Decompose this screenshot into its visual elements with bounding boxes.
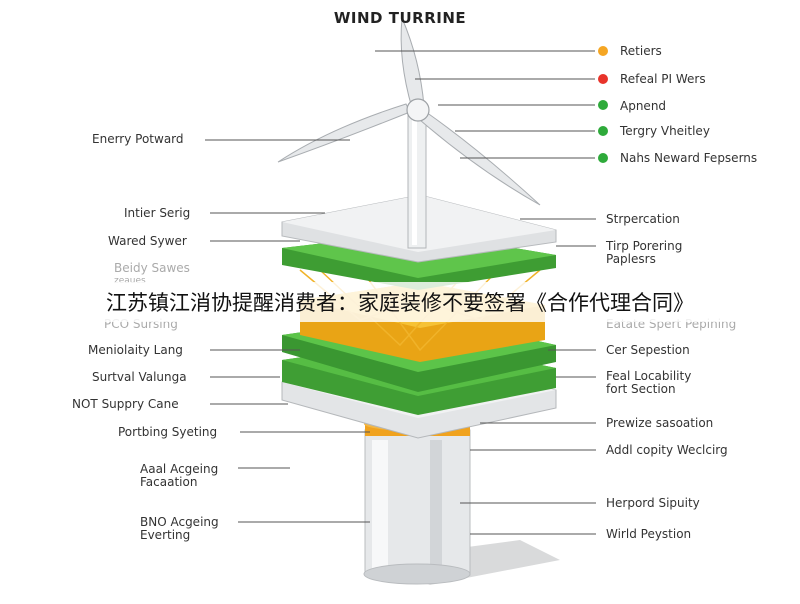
label-text: Herpord Sipuity <box>606 496 700 510</box>
label-text: Beidy Sawes <box>114 261 190 275</box>
legend-dot-green <box>598 100 608 110</box>
label-text: Prewize sasoation <box>606 416 714 430</box>
label-text: Meniolaity Lang <box>88 343 183 357</box>
label-prewize-sasoation: Prewize sasoation <box>606 417 713 430</box>
label-text: Wared Sywer <box>108 234 187 248</box>
label-wared-sywer: Wared Sywer <box>108 235 187 248</box>
label-wirld-peystion: Wirld Peystion <box>606 528 691 541</box>
label-refeal-pi-wers: Refeal PI Wers <box>620 73 706 86</box>
label-text: Nahs Neward Fepserns <box>620 151 758 165</box>
label-text: Surtval Valunga <box>92 370 187 384</box>
label-portbing-syeting: Portbing Syeting <box>118 426 217 439</box>
label-text: Portbing Syeting <box>118 425 218 439</box>
label-inter-serig: Intier Serig <box>124 207 190 220</box>
leader-lines <box>205 50 596 535</box>
label-energy-potward: Enerry Potward <box>92 133 184 146</box>
rotor-hub <box>406 98 430 122</box>
label-text: Enerry Potward <box>92 132 184 146</box>
label-text: Apnend <box>620 99 667 113</box>
legend-dot-green <box>598 126 608 136</box>
label-strpercation: Strpercation <box>606 213 680 226</box>
label-text: Strpercation <box>606 212 680 226</box>
label-subtext: Everting <box>140 528 191 542</box>
label-surtval-valunga: Surtval Valunga <box>92 371 187 384</box>
label-subtext: Paplesrs <box>606 252 656 266</box>
label-text: Wirld Peystion <box>606 527 692 541</box>
label-subtext: Facaation <box>140 475 198 489</box>
diagram-title: WIND TURRINE <box>333 9 467 27</box>
legend-dot-orange <box>598 46 608 56</box>
label-tergry-vheitley: Tergry Vheitley <box>620 125 710 138</box>
legend-dot-red <box>598 74 608 84</box>
label-retiers: Retiers <box>620 45 662 58</box>
label-herpord-sipuity: Herpord Sipuity <box>606 497 700 510</box>
label-apnend: Apnend <box>620 100 666 113</box>
label-nahs-neward-fepserns: Nahs Neward Fepserns <box>620 152 757 165</box>
label-text: Cer Sepestion <box>606 343 690 357</box>
label-text: BNO Acgeing <box>140 515 219 529</box>
label-not-suppry-cane: NOT Suppry Cane <box>72 398 179 411</box>
tower-column <box>363 417 471 585</box>
label-text: Refeal PI Wers <box>620 72 706 86</box>
label-text: Tergry Vheitley <box>620 124 710 138</box>
label-addl-copity-weclcirg: Addl copity Weclcirg <box>606 444 728 457</box>
caption-overlay-band <box>0 282 800 322</box>
label-text: Aaal Acgeing <box>140 462 219 476</box>
label-text: Retiers <box>620 44 662 58</box>
caption-overlay-text: 江苏镇江消协提醒消费者：家庭装修不要签署《合作代理合同》 <box>106 291 694 315</box>
label-text: Feal Locability <box>606 369 692 383</box>
legend-dot-green <box>598 153 608 163</box>
label-subtext: zeaues <box>114 276 146 286</box>
label-text: Addl copity Weclcirg <box>606 443 728 457</box>
label-subtext: fort Section <box>606 382 676 396</box>
label-meniolaity-lang: Meniolaity Lang <box>88 344 183 357</box>
label-cer-sepestion: Cer Sepestion <box>606 344 690 357</box>
label-text: Intier Serig <box>124 206 191 220</box>
label-text: Tirp Porering <box>606 239 683 253</box>
label-text: NOT Suppry Cane <box>72 397 179 411</box>
